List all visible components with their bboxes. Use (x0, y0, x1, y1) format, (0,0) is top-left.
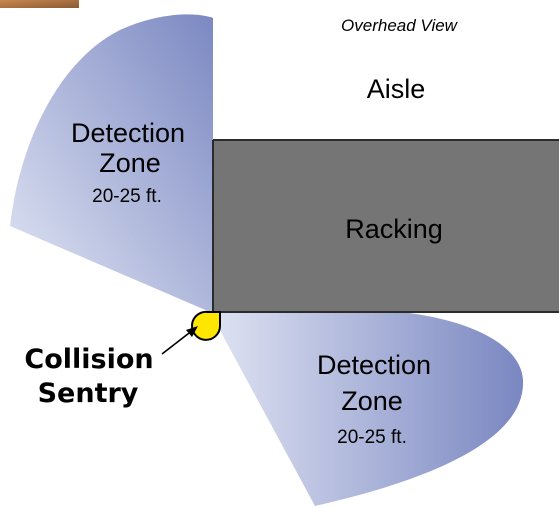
zone-lower-line1: Detection (317, 350, 431, 380)
racking-block (213, 140, 559, 312)
zone-lower-line2: Zone (341, 386, 403, 416)
sentry-arrow-line (161, 329, 194, 355)
aisle-label: Aisle (367, 74, 426, 104)
zone-lower-range: 20-25 ft. (337, 427, 407, 448)
racking-label: Racking (345, 214, 443, 244)
collision-sentry-device (191, 310, 221, 341)
sentry-arrow-head (186, 326, 198, 337)
view-title: Overhead View (341, 16, 459, 35)
zone-upper-line1: Detection (71, 118, 185, 148)
zone-upper-line2: Zone (99, 148, 161, 178)
sentry-label-line2: Sentry (38, 378, 139, 409)
detection-zone-lower (210, 309, 524, 506)
zone-upper-range: 20-25 ft. (92, 186, 162, 207)
corner-image-fragment (0, 0, 79, 8)
sentry-label-line1: Collision (24, 344, 153, 375)
detection-zone-upper (10, 14, 213, 313)
